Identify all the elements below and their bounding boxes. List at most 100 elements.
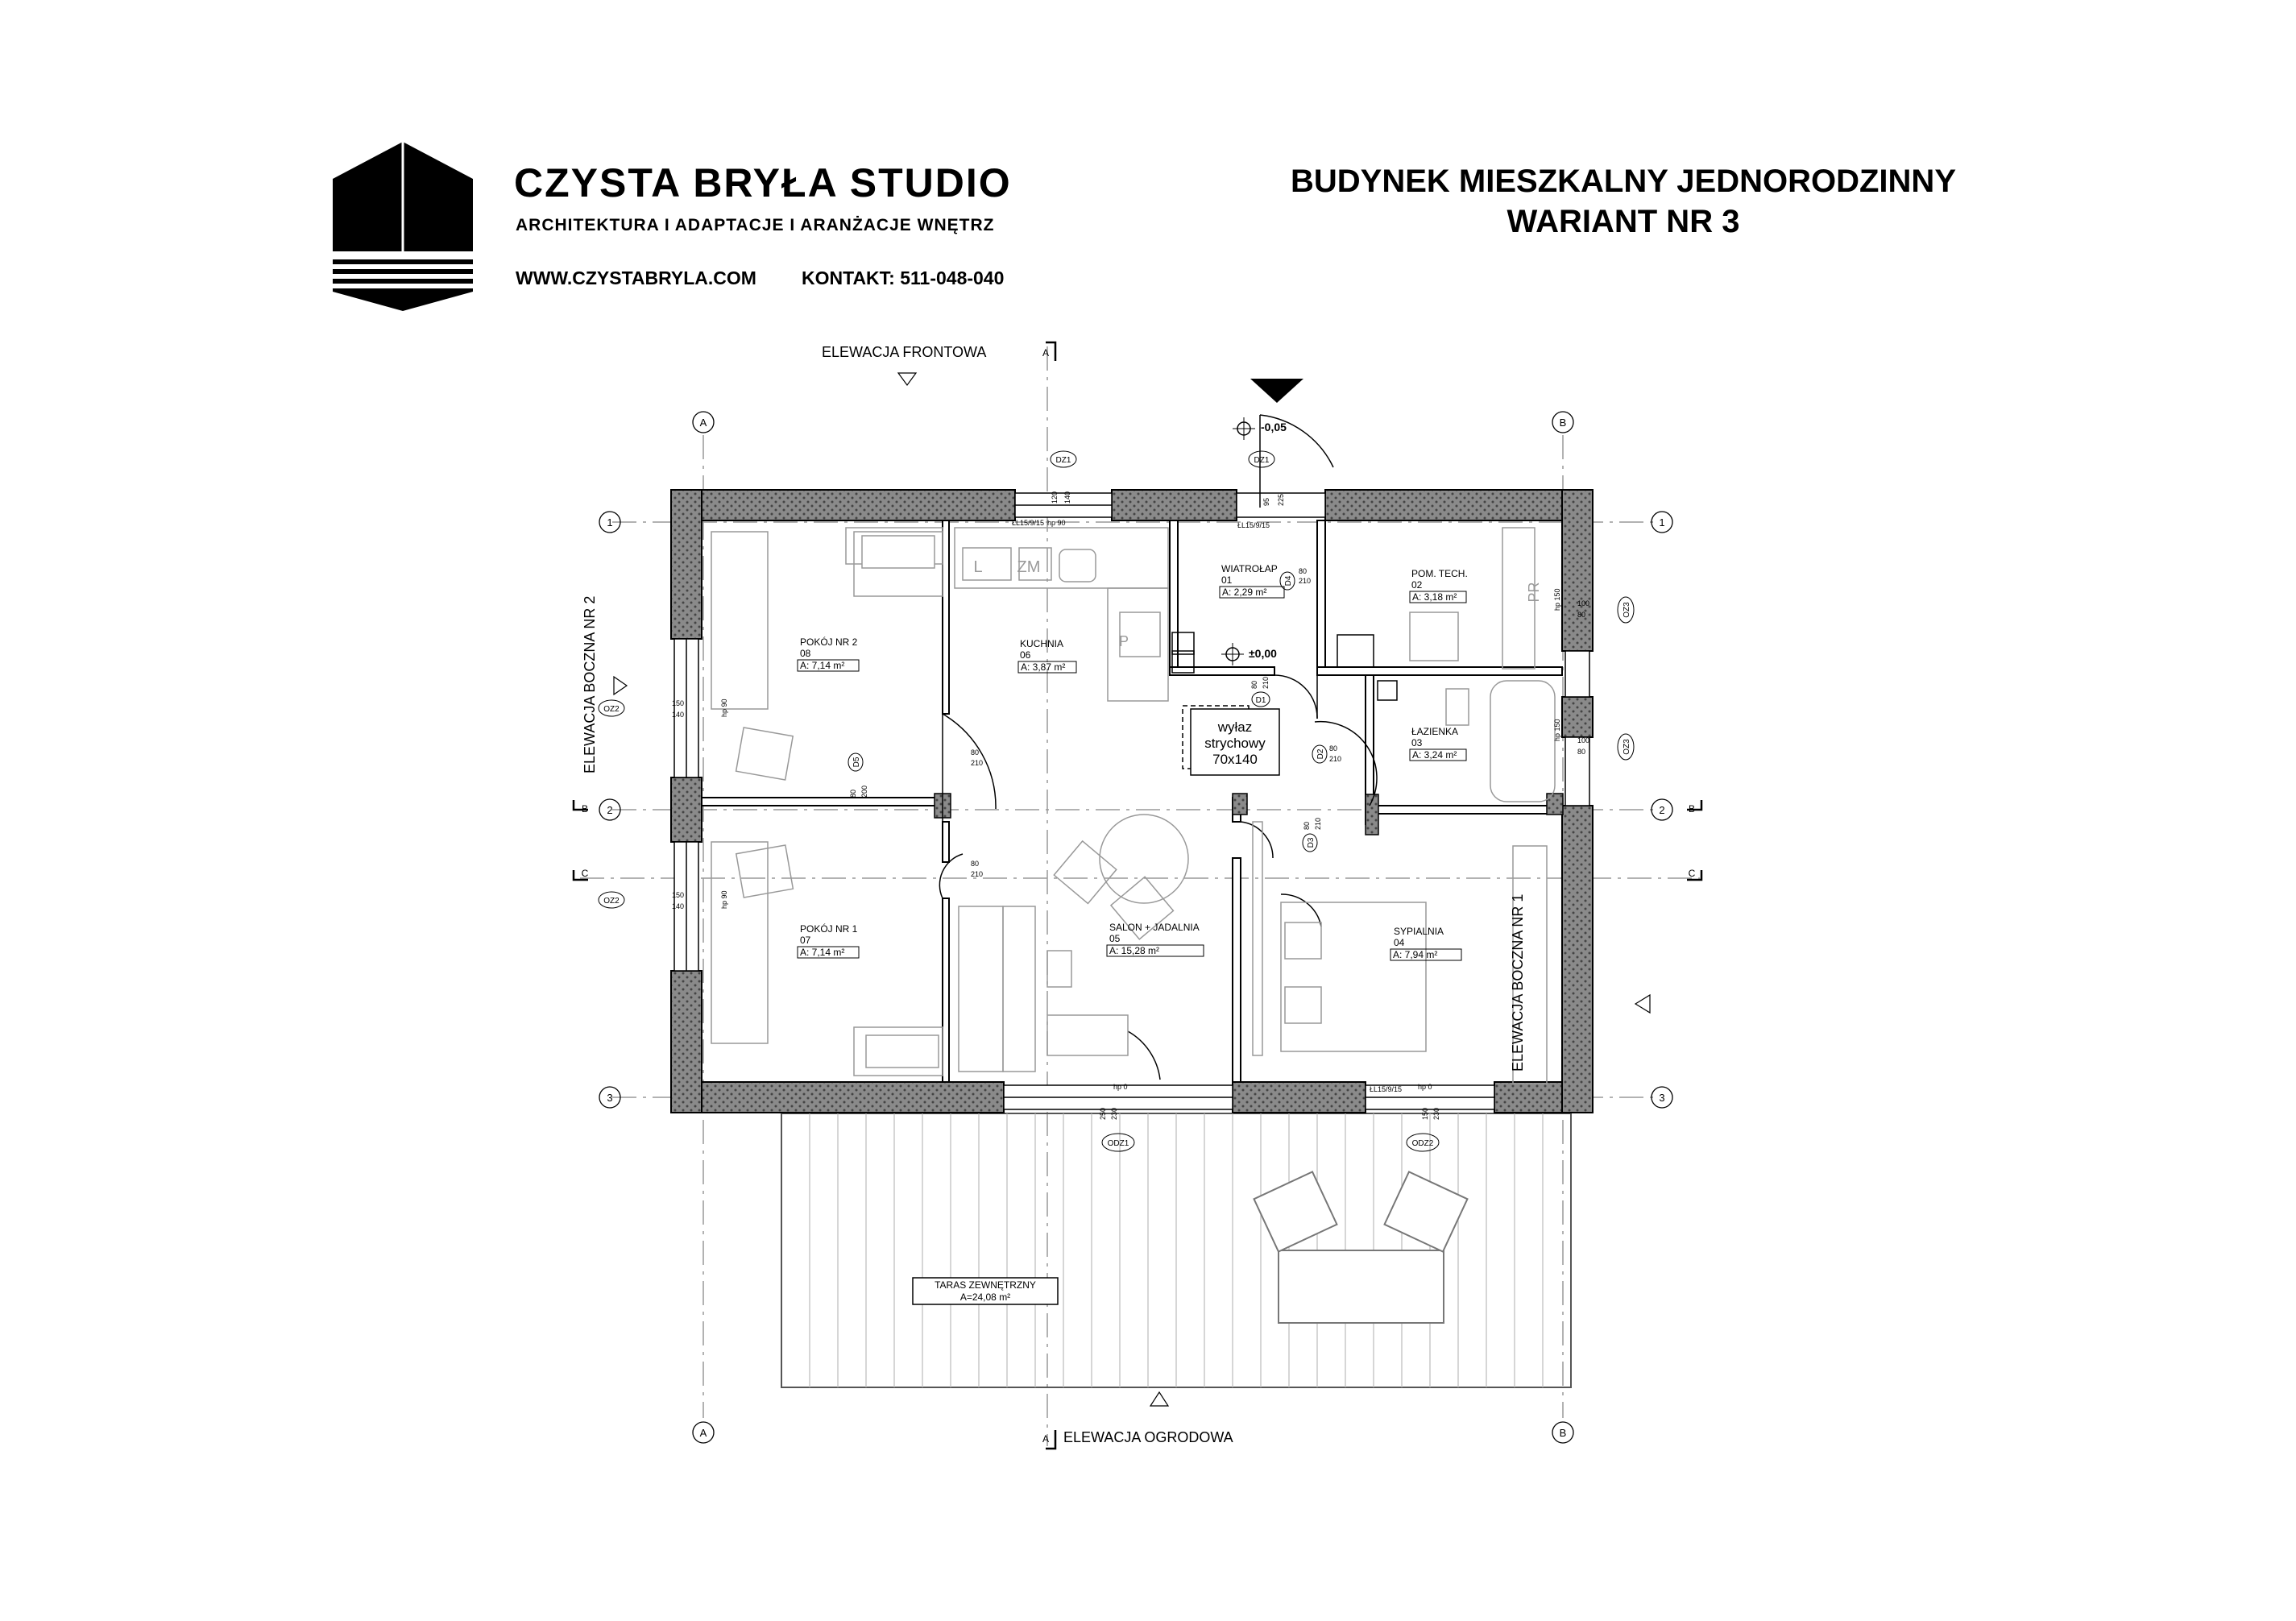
room-label-08: POKÓJ NR 2 08 A: 7,14 m² [797,636,860,672]
room-label-03: ŁAZIENKA 03 A: 3,24 m² [1409,726,1467,761]
dim-210-room1: 210 [971,870,983,878]
room-area: A: 3,87 m² [1021,661,1065,673]
room-name: POM. TECH. [1411,568,1468,579]
entrance-arrow-icon [1250,379,1303,403]
axis-label-3-left: 3 [607,1092,612,1104]
axis-label-3-right: 3 [1659,1092,1664,1104]
dim-80-upper: 80 [1577,611,1585,619]
axis-label-a-bottom: A [700,1427,707,1439]
dim-150-upper: 150 [672,699,684,707]
section-c-right: C [1689,868,1696,879]
dim-210-room2: 210 [971,759,983,767]
room-label-07: POKÓJ NR 1 07 A: 7,14 m² [797,922,860,959]
dim-80-d3: 80 [1303,822,1311,830]
furniture [711,527,1556,1084]
room-name: POKÓJ NR 1 [800,922,858,935]
dim-225: 225 [1277,494,1285,506]
dim-80-d2: 80 [1329,744,1337,752]
dim-140: 140 [1063,491,1071,504]
section-c-left: C [582,868,589,879]
section-a-top: A [1042,347,1049,359]
tag-d2: D2 [1316,748,1325,759]
kitchen-p-label: P [1119,633,1129,649]
room-name: SALON + JADALNIA [1109,922,1200,933]
dim-100-upper: 100 [1577,599,1589,607]
dim-80-room2: 80 [971,748,979,757]
dim-200-d5: 200 [860,786,868,798]
dim-hp90-top: hp 90 [1047,519,1066,527]
room-area: A: 3,18 m² [1412,591,1457,603]
dim-210-d2: 210 [1329,755,1341,763]
dim-140-lower: 140 [672,902,684,910]
dim-230-odz1: 230 [1110,1108,1118,1120]
exterior-walls [670,489,1594,1113]
room-number: 02 [1411,579,1423,591]
room-label-06: KUCHNIA 06 A: 3,87 m² [1017,638,1077,674]
dim-80-d5: 80 [849,790,857,798]
tag-dz1: DZ1 [1056,456,1071,465]
room-area: A: 7,14 m² [800,947,844,958]
axis-label-b-bottom: B [1560,1427,1567,1439]
dim-80-d1: 80 [1250,681,1258,689]
attic-hatch-line-1: wyłaz [1217,719,1253,735]
kitchen-zm-label: ZM [1017,558,1041,576]
dim-80-lower: 80 [1577,748,1585,756]
axis-label-1-left: 1 [607,516,612,529]
opening-tags [598,450,1635,1152]
windows [673,492,1590,1110]
tag-oz3-lower: OZ3 [1623,739,1631,755]
dim-80-room1: 80 [971,860,979,868]
dim-250: 250 [1099,1108,1107,1120]
axis-bubbles [599,411,1673,1444]
room-number: 05 [1109,933,1121,944]
dim-140-upper: 140 [672,711,684,719]
terrace-name: TARAS ZEWNĘTRZNY [935,1279,1036,1291]
elevation-side-2: ELEWACJA BOCZNA NR 2 [582,596,598,773]
tag-odz2: ODZ2 [1412,1139,1434,1148]
room-name: SYPIALNIA [1394,926,1444,937]
room-number: 06 [1020,649,1031,661]
kitchen-l-label: L [973,558,982,576]
studio-logo [333,142,473,311]
dim-hp90-room1: hp 90 [720,890,728,909]
elevation-side-1: ELEWACJA BOCZNA NR 1 [1510,894,1526,1072]
room-label-04: SYPIALNIA 04 A: 7,94 m² [1390,926,1462,961]
room-number: 01 [1221,574,1233,586]
room-area: A: 7,94 m² [1393,949,1437,960]
axis-label-2-right: 2 [1659,804,1664,816]
column-hatches [934,793,1564,835]
dim-80-d4: 80 [1299,567,1307,575]
dim-hp150: hp 150 [1553,588,1561,611]
dim-210-d3: 210 [1314,818,1322,830]
interior-walls [701,520,1563,1083]
elevation-front: ELEWACJA FRONTOWA [822,344,986,360]
dim-lintel-entrance: ŁL15/9/15 [1237,521,1270,529]
dim-lintel-bedroom: ŁL15/9/15 [1370,1085,1402,1093]
dim-95: 95 [1262,498,1270,506]
dim-120: 120 [1051,491,1059,504]
tag-oz2-lower: OZ2 [603,897,620,906]
room-name: POKÓJ NR 2 [800,636,858,648]
elevation-garden: ELEWACJA OGRODOWA [1063,1429,1233,1445]
terrace-deck: TARAS ZEWNĘTRZNY A=24,08 m² [781,1113,1572,1388]
room-name: ŁAZIENKA [1411,726,1458,737]
dim-230-odz2: 230 [1432,1108,1440,1120]
tag-oz2-upper: OZ2 [603,705,620,714]
dimension-notes: 120 140 95 225 hp 90 ŁL15/9/15 ŁL15/9/15… [672,491,1589,1120]
room-number: 04 [1394,937,1405,948]
doors [939,414,1378,1080]
axis-label-2-left: 2 [607,804,612,816]
room-labels: WIATROŁAP 01 A: 2,29 m² POM. TECH. 02 A:… [797,563,1468,961]
dim-hp0-odz2: hp 0 [1418,1083,1432,1091]
room-number: 07 [800,935,811,946]
axis-label-a-top: A [700,417,707,429]
tag-odz1: ODZ1 [1108,1139,1129,1148]
tag-d4: D4 [1284,575,1293,586]
dim-lintel-kitchen: ŁL15/9/15 [1012,519,1044,527]
dim-150-odz2: 150 [1421,1108,1429,1120]
dim-hp90-room2: hp 90 [720,699,728,717]
room-name: WIATROŁAP [1221,563,1278,574]
document-title: BUDYNEK MIESZKALNY JEDNORODZINNY WARIANT… [1176,161,2070,242]
room-label-02: POM. TECH. 02 A: 3,18 m² [1409,568,1468,603]
